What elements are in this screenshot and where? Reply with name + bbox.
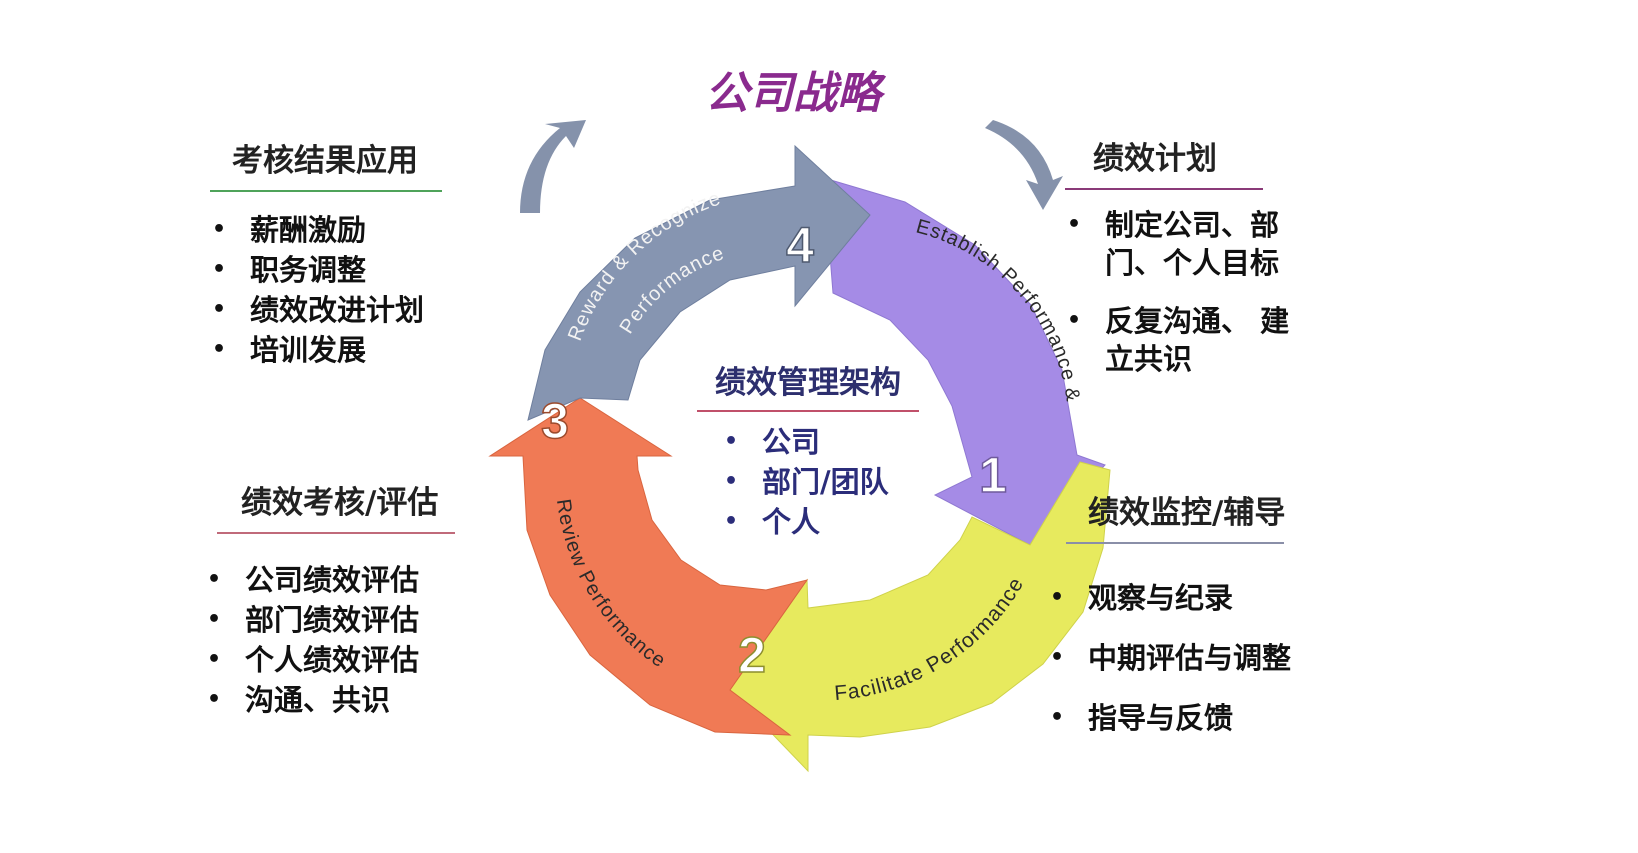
- list-item: 指导与反馈: [1048, 688, 1328, 748]
- segment-4-arrow: [527, 144, 871, 421]
- list-item: 薪酬激励: [210, 210, 450, 250]
- step-number-2: 2: [738, 627, 766, 683]
- curved-arrow-left: [520, 120, 586, 213]
- list-item: 绩效改进计划: [210, 290, 450, 330]
- list-item-line: 反复沟通、 建: [1105, 304, 1290, 338]
- center-title: 绩效管理架构: [715, 365, 901, 401]
- panel-top-left: 考核结果应用 薪酬激励 职务调整 绩效改进计划 培训发展: [210, 135, 450, 370]
- panel-bottom-left-title: 绩效考核/评估: [241, 485, 439, 521]
- step-number-3: 3: [541, 393, 569, 449]
- list-item: 职务调整: [210, 250, 450, 290]
- panel-top-right: 绩效计划 制定公司、部 门、个人目标 反复沟通、 建 立共识: [1065, 133, 1325, 378]
- list-item: 公司绩效评估: [205, 560, 465, 600]
- panel-bottom-right-divider: [1066, 542, 1284, 544]
- list-item-line: 立共识: [1105, 342, 1193, 376]
- panel-top-left-title: 考核结果应用: [232, 143, 418, 179]
- list-item: 沟通、共识: [205, 680, 465, 720]
- step-number-1: 1: [979, 447, 1007, 503]
- center-item: 部门/团队: [722, 462, 930, 502]
- panel-bottom-right: 绩效监控/辅导 观察与纪录 中期评估与调整 指导与反馈: [1048, 487, 1328, 748]
- curved-arrow-right: [985, 120, 1063, 210]
- panel-bottom-left-list: 公司绩效评估 部门绩效评估 个人绩效评估 沟通、共识: [205, 560, 465, 720]
- panel-top-left-divider: [210, 190, 442, 192]
- segment-3-arrow: [488, 397, 809, 736]
- list-item: 培训发展: [210, 330, 450, 370]
- step-number-4: 4: [786, 217, 814, 273]
- panel-bottom-right-title: 绩效监控/辅导: [1088, 495, 1286, 531]
- center-item: 公司: [722, 422, 930, 462]
- panel-bottom-right-list: 观察与纪录 中期评估与调整 指导与反馈: [1048, 568, 1328, 748]
- panel-top-right-divider: [1065, 188, 1263, 190]
- diagram-title: 公司战略: [705, 68, 881, 119]
- panel-top-left-list: 薪酬激励 职务调整 绩效改进计划 培训发展: [210, 210, 450, 370]
- panel-top-right-title: 绩效计划: [1093, 141, 1217, 177]
- list-item: 制定公司、部 门、个人目标: [1065, 206, 1325, 282]
- segment-2-arrow: [729, 461, 1111, 773]
- list-item: 反复沟通、 建 立共识: [1065, 302, 1325, 378]
- list-item: 中期评估与调整: [1048, 628, 1328, 688]
- list-item: 个人绩效评估: [205, 640, 465, 680]
- list-item: 观察与纪录: [1048, 568, 1328, 628]
- center-block: 绩效管理架构 公司 部门/团队 个人: [686, 357, 930, 542]
- panel-top-right-list: 制定公司、部 门、个人目标 反复沟通、 建 立共识: [1065, 206, 1325, 378]
- list-item-line: 门、个人目标: [1105, 246, 1280, 280]
- list-item: 部门绩效评估: [205, 600, 465, 640]
- center-item: 个人: [722, 502, 930, 542]
- panel-bottom-left: 绩效考核/评估 公司绩效评估 部门绩效评估 个人绩效评估 沟通、共识: [205, 477, 465, 720]
- center-list: 公司 部门/团队 个人: [722, 422, 930, 542]
- center-divider: [697, 410, 919, 412]
- panel-bottom-left-divider: [217, 532, 455, 534]
- list-item-line: 制定公司、部: [1105, 208, 1280, 242]
